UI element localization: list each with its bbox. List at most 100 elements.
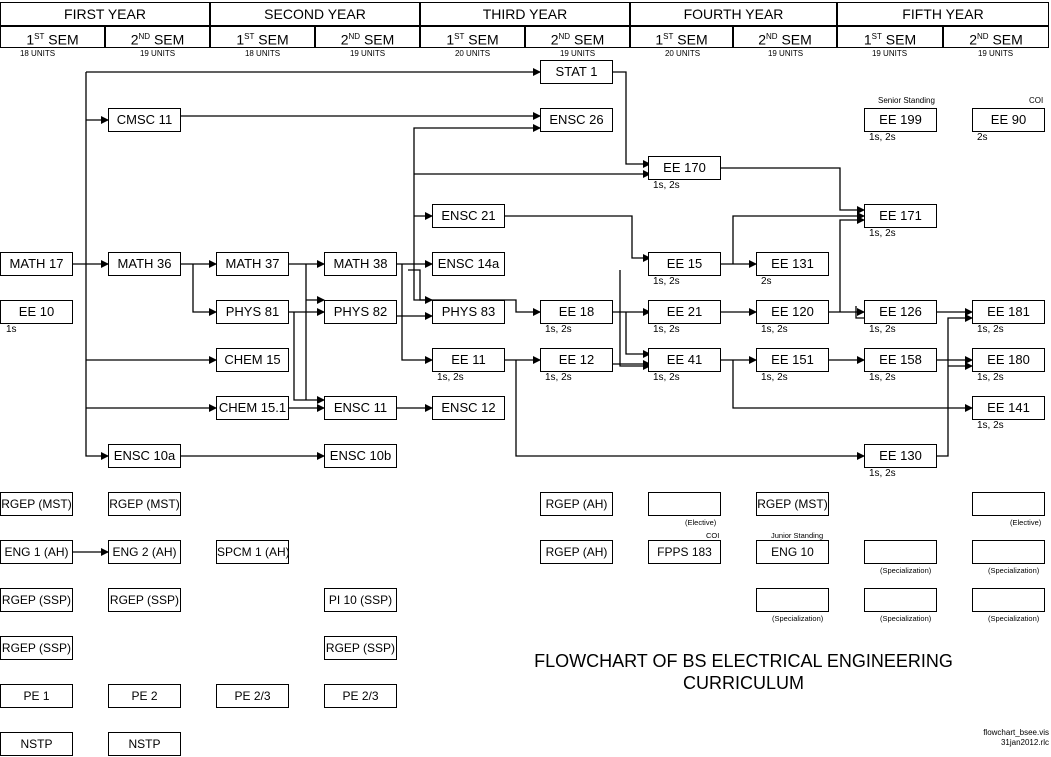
course-ee-131[interactable]: EE 131 [756,252,829,276]
ge-rgep-ssp[interactable]: RGEP (SSP) [0,636,73,660]
sem-label: SEM [48,31,79,48]
sem-num: 1 [655,31,664,48]
year-header-3: THIRD YEAR [420,2,630,26]
course-ee-90[interactable]: EE 90 [972,108,1045,132]
ge-eng-2[interactable]: ENG 2 (AH) [108,540,181,564]
offering-note: 1s, 2s [653,180,680,191]
offering-note: 1s, 2s [869,372,896,383]
course-ee-130[interactable]: EE 130 [864,444,937,468]
course-ee-181[interactable]: EE 181 [972,300,1045,324]
course-ee-170[interactable]: EE 170 [648,156,721,180]
sem-sup: ND [138,32,151,41]
course-stat-1[interactable]: STAT 1 [540,60,613,84]
elective-slot[interactable] [648,492,721,516]
ge-rgep-ssp[interactable]: RGEP (SSP) [324,636,397,660]
offering-note: 1s, 2s [545,372,572,383]
course-phys-81[interactable]: PHYS 81 [216,300,289,324]
ge-rgep-mst[interactable]: RGEP (MST) [756,492,829,516]
course-ee-180[interactable]: EE 180 [972,348,1045,372]
offering-note: 1s, 2s [977,324,1004,335]
specialization-slot[interactable] [864,588,937,612]
ge-rgep-ssp[interactable]: RGEP (SSP) [108,588,181,612]
wire [839,216,865,312]
units-label: 18 UNITS [19,49,56,58]
units-label: 19 UNITS [559,49,596,58]
sem-sup: ST [244,32,255,41]
ge-eng-1[interactable]: ENG 1 (AH) [0,540,73,564]
units-label: 20 UNITS [664,49,701,58]
course-chem-15-1[interactable]: CHEM 15.1 [216,396,289,420]
pe-1[interactable]: PE 1 [0,684,73,708]
wire [721,167,865,214]
ge-rgep-ah[interactable]: RGEP (AH) [540,492,613,516]
year-header-4: FOURTH YEAR [630,2,837,26]
course-math-17[interactable]: MATH 17 [0,252,73,276]
specialization-slot[interactable] [864,540,937,564]
course-ee-126[interactable]: EE 126 [864,300,937,324]
course-ee-21[interactable]: EE 21 [648,300,721,324]
course-ee-158[interactable]: EE 158 [864,348,937,372]
ge-spcm-1[interactable]: SPCM 1 (AH) [216,540,290,564]
course-ee-141[interactable]: EE 141 [972,396,1045,420]
course-ee-151[interactable]: EE 151 [756,348,829,372]
course-ensc-12[interactable]: ENSC 12 [432,396,505,420]
ge-rgep-mst[interactable]: RGEP (MST) [108,492,181,516]
course-ee-120[interactable]: EE 120 [756,300,829,324]
ge-rgep-ah[interactable]: RGEP (AH) [540,540,613,564]
nstp[interactable]: NSTP [108,732,181,756]
course-fpps-183[interactable]: FPPS 183 [648,540,721,564]
year-header-5: FIFTH YEAR [837,2,1049,26]
pe-2-3[interactable]: PE 2/3 [324,684,397,708]
course-ee-41[interactable]: EE 41 [648,348,721,372]
specialization-slot[interactable] [972,540,1045,564]
course-cmsc-11[interactable]: CMSC 11 [108,108,181,132]
course-chem-15[interactable]: CHEM 15 [216,348,289,372]
course-ee-171[interactable]: EE 171 [864,204,937,228]
course-ee-15[interactable]: EE 15 [648,252,721,276]
sem-label: SEM [992,31,1023,48]
course-math-38[interactable]: MATH 38 [324,252,397,276]
wire [937,314,973,457]
offering-note: 1s, 2s [437,372,464,383]
wire [732,212,865,264]
units-label: 19 UNITS [139,49,176,58]
course-eng-10[interactable]: ENG 10 [756,540,829,564]
ge-pi-10[interactable]: PI 10 (SSP) [324,588,397,612]
offering-note: 1s, 2s [761,372,788,383]
course-math-37[interactable]: MATH 37 [216,252,289,276]
sem-label: SEM [677,31,708,48]
specialization-slot[interactable] [972,588,1045,612]
course-phys-83[interactable]: PHYS 83 [432,300,505,324]
nstp[interactable]: NSTP [0,732,73,756]
course-ensc-11[interactable]: ENSC 11 [324,396,397,420]
course-ensc-10b[interactable]: ENSC 10b [324,444,397,468]
specialization-label: (Specialization) [772,614,824,623]
specialization-slot[interactable] [756,588,829,612]
offering-note: 1s, 2s [869,228,896,239]
course-ee-18[interactable]: EE 18 [540,300,613,324]
course-ee-199[interactable]: EE 199 [864,108,937,132]
course-ensc-14a[interactable]: ENSC 14a [432,252,505,276]
course-math-36[interactable]: MATH 36 [108,252,181,276]
semester-header: 1ST SEM [0,26,105,48]
course-ee-10[interactable]: EE 10 [0,300,73,324]
offering-note: 1s, 2s [977,420,1004,431]
ge-rgep-ssp[interactable]: RGEP (SSP) [0,588,73,612]
offering-note: 1s, 2s [869,468,896,479]
units-label: 19 UNITS [977,49,1014,58]
course-ee-12[interactable]: EE 12 [540,348,613,372]
course-ee-11[interactable]: EE 11 [432,348,505,372]
pe-2-3[interactable]: PE 2/3 [216,684,289,708]
offering-note: 1s, 2s [653,276,680,287]
ge-rgep-mst[interactable]: RGEP (MST) [0,492,73,516]
units-label: 19 UNITS [349,49,386,58]
course-ensc-26[interactable]: ENSC 26 [540,108,613,132]
course-ensc-10a[interactable]: ENSC 10a [108,444,181,468]
pe-2[interactable]: PE 2 [108,684,181,708]
elective-slot[interactable] [972,492,1045,516]
sem-num: 2 [550,31,559,48]
year-header-2: SECOND YEAR [210,2,420,26]
course-ensc-21[interactable]: ENSC 21 [432,204,505,228]
course-phys-82[interactable]: PHYS 82 [324,300,397,324]
